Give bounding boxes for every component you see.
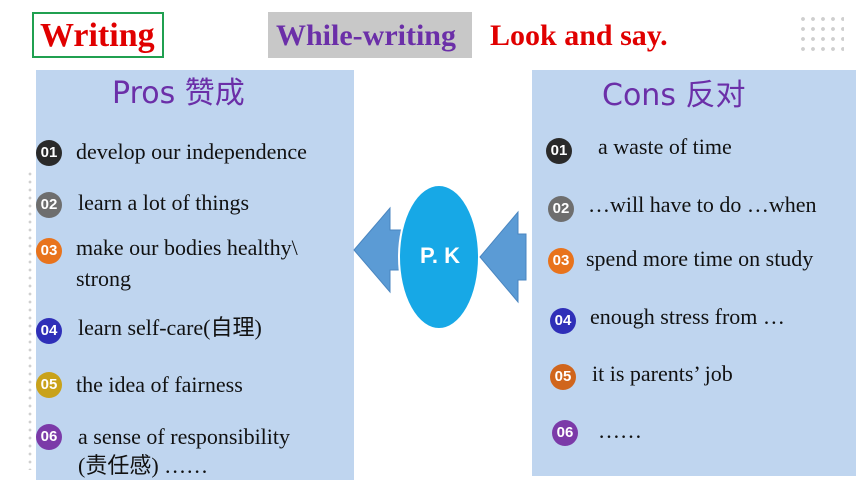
pros-item-4: learn self-care(自理)	[78, 315, 262, 340]
cons-item-3: spend more time on study	[586, 246, 814, 271]
cons-badge-2: 02	[548, 196, 574, 222]
pros-item-6-line2: (责任感) ……	[78, 453, 209, 478]
cons-item-4: enough stress from …	[590, 304, 785, 329]
pros-badge-5: 05	[36, 372, 62, 398]
pros-item-6-line1: a sense of responsibility	[78, 424, 291, 449]
cons-badge-4: 04	[550, 308, 576, 334]
pros-heading: Pros 赞成	[112, 76, 245, 111]
cons-item-2: …will have to do …when	[588, 192, 817, 217]
dot-grid-decoration	[798, 14, 844, 54]
pk-label: P. K	[420, 243, 460, 268]
cons-badge-1: 01	[546, 138, 572, 164]
right-arrow-icon	[479, 210, 527, 304]
pros-item-1: develop our independence	[76, 139, 307, 164]
stage-label: While-writing	[276, 19, 456, 52]
pros-item-3-line1: make our bodies healthy\	[76, 235, 298, 260]
pros-item-5: the idea of fairness	[76, 372, 243, 397]
title-frame	[32, 12, 164, 58]
pros-badge-3: 03	[36, 238, 62, 264]
pros-badge-4: 04	[36, 318, 62, 344]
pros-item-3-line2: strong	[76, 266, 131, 291]
dotted-line-decoration	[28, 170, 32, 470]
cons-item-5: it is parents’ job	[592, 361, 733, 386]
instruction-text: Look and say.	[490, 19, 668, 52]
cons-badge-3: 03	[548, 248, 574, 274]
cons-panel	[532, 70, 856, 476]
cons-badge-5: 05	[550, 364, 576, 390]
cons-item-6: ……	[598, 418, 642, 443]
stage-badge-background	[268, 12, 472, 58]
pros-badge-1: 01	[36, 140, 62, 166]
pros-item-2: learn a lot of things	[78, 190, 250, 215]
page-title: Writing	[40, 17, 155, 54]
cons-badge-6: 06	[552, 420, 578, 446]
pros-panel	[36, 70, 354, 480]
pk-ellipse	[398, 184, 480, 330]
pros-badge-2: 02	[36, 192, 62, 218]
cons-item-1: a waste of time	[598, 134, 732, 159]
pros-badge-6: 06	[36, 424, 62, 450]
cons-heading: Cons 反对	[602, 78, 746, 113]
pk-graphic	[353, 184, 527, 330]
